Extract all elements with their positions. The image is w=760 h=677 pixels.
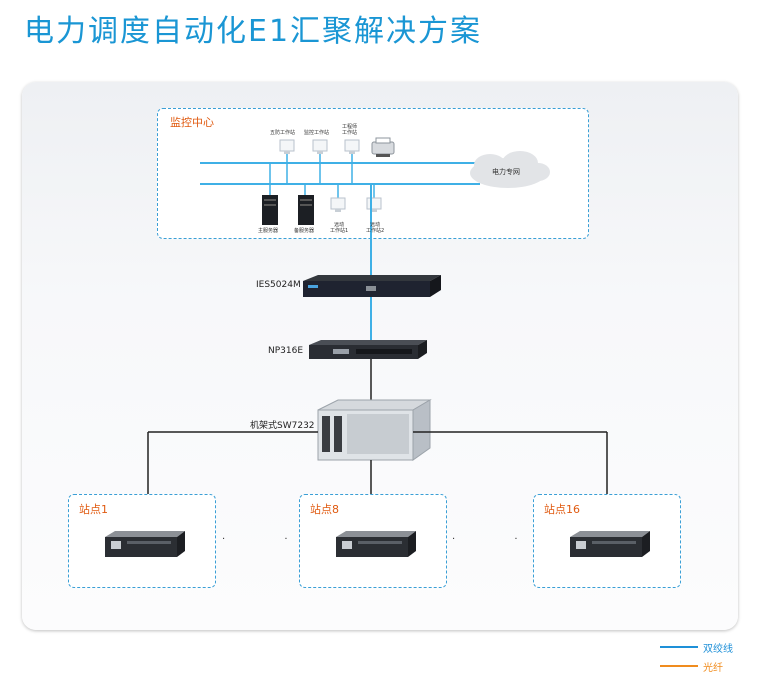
server-label: 主服务器 xyxy=(258,228,279,234)
workstation-label: 工程师 工作站 xyxy=(342,124,358,136)
legend-swatch-twisted-pair xyxy=(660,646,698,648)
server-icon xyxy=(262,195,278,225)
converter-device xyxy=(309,340,427,359)
legend-swatch-fiber xyxy=(660,665,698,667)
e1-converter-device xyxy=(570,531,650,557)
monitor-center-label: 监控中心 xyxy=(170,116,214,129)
station-label: 站点16 xyxy=(544,503,580,516)
page-title: 电力调度自动化E1汇聚解决方案 xyxy=(24,14,483,49)
e1-converter-device xyxy=(336,531,416,557)
station-box: 站点8 xyxy=(299,494,447,588)
ellipsis-right: · · · xyxy=(452,534,608,545)
workstation-label: 监控工作站 xyxy=(304,130,330,136)
station-label: 站点8 xyxy=(310,503,339,516)
workstation-icon xyxy=(344,139,360,154)
legend-label: 双绞线 xyxy=(703,644,733,655)
converter-label: NP316E xyxy=(268,346,304,356)
ellipsis-left: · · · xyxy=(222,534,378,545)
rack-device xyxy=(317,399,432,461)
workstation-label: 五防工作站 xyxy=(270,130,296,136)
cloud-icon xyxy=(470,151,550,188)
rack-label: 机架式SW7232 xyxy=(250,421,315,431)
e1-converter-device xyxy=(105,531,185,557)
remote-workstation-label: 远动 工作站2 xyxy=(366,222,385,234)
station-box: 站点1 xyxy=(68,494,216,588)
server-label: 备服务器 xyxy=(294,228,315,234)
workstation-icon xyxy=(330,197,346,212)
switch-device xyxy=(303,275,441,297)
station-label: 站点1 xyxy=(79,503,108,516)
legend-label: 光纤 xyxy=(703,663,723,674)
workstation-icon xyxy=(279,139,295,154)
printer-icon xyxy=(371,137,395,157)
switch-label: IES5024M xyxy=(256,280,301,290)
workstation-icon xyxy=(366,197,382,212)
server-icon xyxy=(298,195,314,225)
workstation-icon xyxy=(312,139,328,154)
station-box: 站点16 xyxy=(533,494,681,588)
remote-workstation-label: 远动 工作站1 xyxy=(330,222,349,234)
cloud-label: 电力专网 xyxy=(492,168,520,176)
